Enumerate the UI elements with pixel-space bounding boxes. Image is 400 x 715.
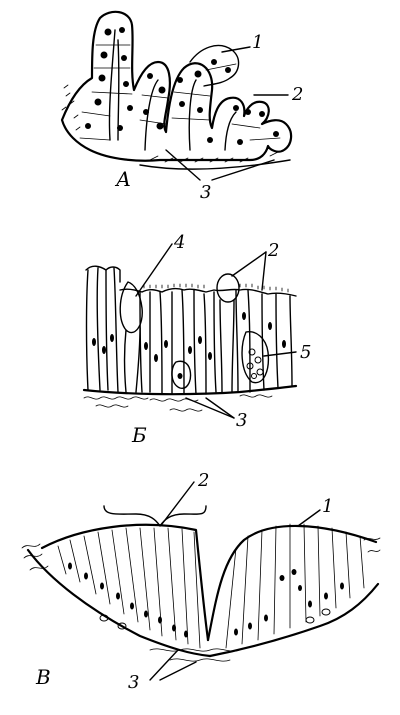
panel-b-callout-2-line-b [261,251,267,291]
panel-a-nuclei [85,27,279,145]
panel-v-left-lobe-outline [40,523,210,642]
panel-v-callout-2: 2 [197,470,209,491]
panel-a-callout-2: 2 [291,84,303,105]
panel-b-goblet-cell-4 [119,281,143,334]
panel-v-left-lobe-base [26,548,212,658]
panel-b-callout-3-line-a [185,397,235,419]
panel-a-cell-borders [79,44,281,141]
panel-v-right-lobe-outline [206,524,378,642]
panel-b-connective-tissue [83,394,273,412]
panel-v-connective-tissue [21,537,381,662]
panel-a-callout-1: 1 [252,32,263,53]
panel-a-callout-3: 3 [200,182,211,203]
panel-a-finger-gland [189,44,240,87]
panel-a-connective-tissue [61,84,279,163]
panel-v-callout-2-bracket [103,505,207,527]
panel-b-callout-4-line [135,243,173,297]
panel-b-cell-5 [241,331,270,384]
panel-v-letter: В [35,665,51,689]
panel-b-callout-2: 2 [267,240,279,261]
panel-b-cell-5-granules [246,348,264,379]
panel-b: 4 2 5 3 Б [82,232,311,447]
panel-v-left-cells [57,527,201,649]
panel-b-nuclei [92,312,286,379]
panel-b-brush-border [143,283,289,293]
panel-b-callout-5-line [263,351,297,357]
panel-a-epithelium-outline [60,10,293,162]
panel-v-right-lobe-base [208,582,380,658]
panel-b-apical-surface [85,265,297,297]
panel-v-nuclei [68,562,344,638]
panel-v-callout-3-line-b [159,661,197,681]
panel-b-callout-4: 4 [173,232,185,253]
panel-b-goblet-cell-2 [216,273,240,303]
panel-v-callout-3: 3 [128,672,139,693]
panel-v-right-cells [225,523,365,649]
panel-b-goblet-stalk-2 [219,299,235,393]
panel-v: 2 1 3 В [21,470,381,693]
panel-a: 1 2 3 А [60,10,303,203]
panel-v-callout-3-line-a [149,649,179,681]
panel-b-callout-2-line-a [231,251,267,277]
panel-a-callout-3-line-b [211,159,275,181]
panel-a-letter: А [114,167,131,191]
panel-v-callout-1-line [297,509,321,527]
panel-a-callout-1-line [221,46,251,53]
panel-v-callout-1: 1 [322,496,333,517]
panel-b-callout-3-line-b [205,397,235,419]
panel-a-basement-membrane [139,159,291,170]
panel-b-letter: Б [131,423,147,447]
panel-b-goblet-stalk-4 [123,327,141,393]
panel-b-callout-3: 3 [236,410,247,431]
panel-b-basal-cluster [171,360,192,389]
panel-a-callout-3-line-a [165,149,201,181]
panel-v-callout-2-line [161,481,195,525]
panel-b-callout-5: 5 [300,342,311,363]
panel-b-basement-membrane [82,384,298,396]
panel-b-columnar-cells [85,267,293,395]
